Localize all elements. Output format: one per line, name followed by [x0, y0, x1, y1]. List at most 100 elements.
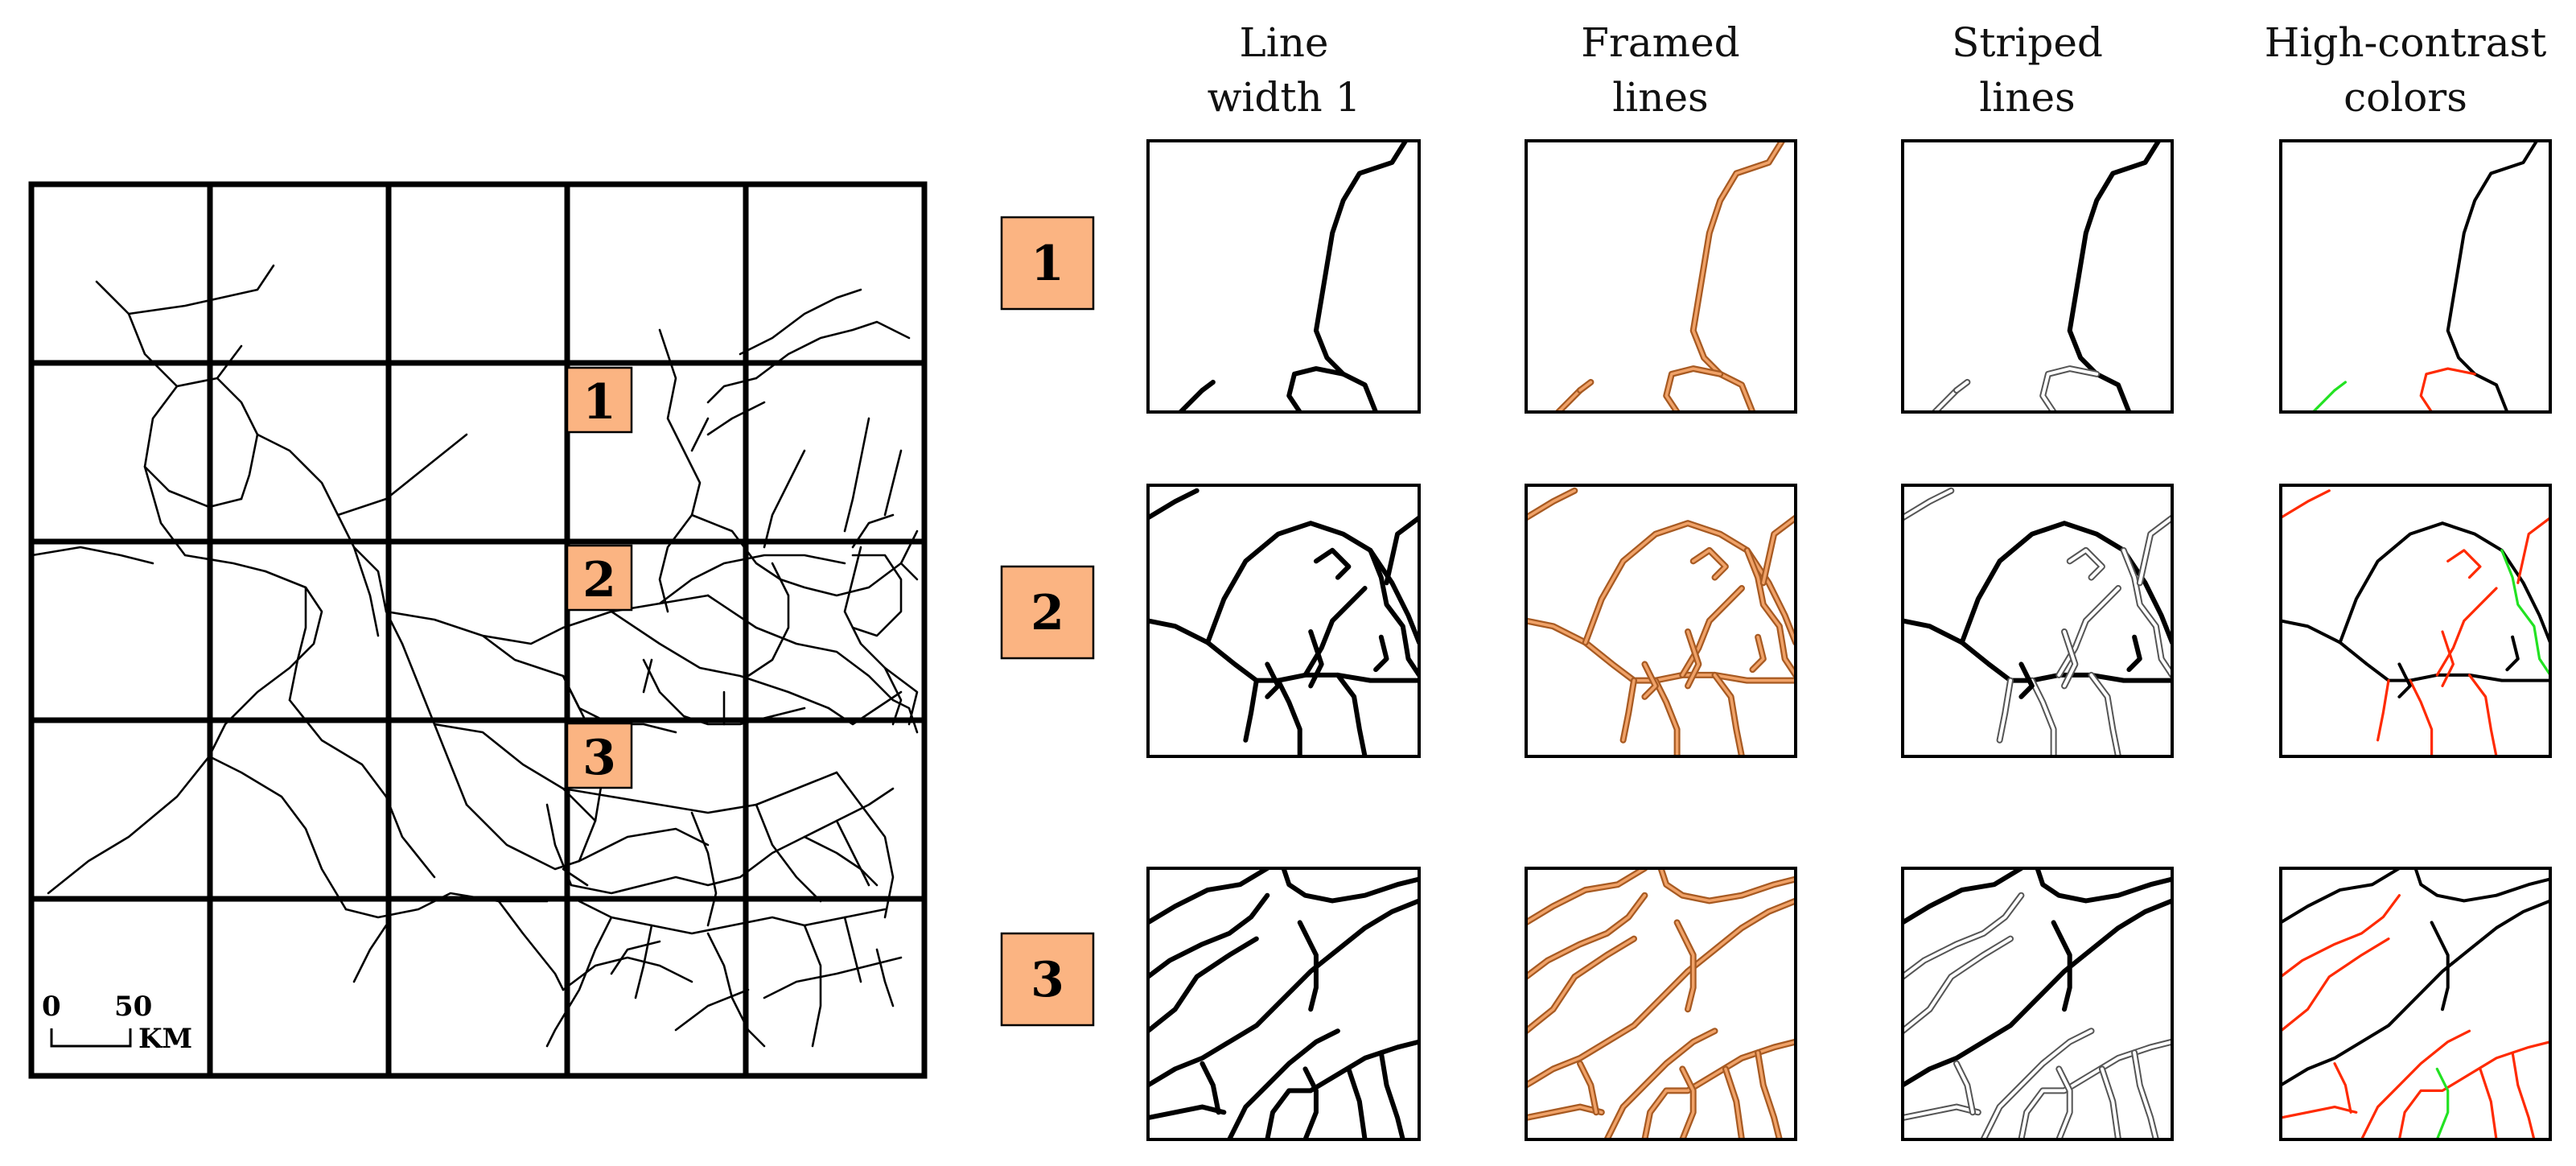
panel-row3-striped-lines-road-4: [1903, 939, 2010, 1032]
panel-row2-high-contrast-colors-road-4: [2410, 681, 2432, 756]
panel-row2-striped-lines-road-5: [2000, 681, 2010, 740]
panel-row2-framed-lines-road-7: [1693, 550, 1726, 578]
panel-row3-high-contrast-colors-road-5: [2281, 900, 2550, 1085]
panel-row2-high-contrast-colors-road-11: [2442, 632, 2453, 686]
panel-row3-framed-lines-road-5: [1526, 900, 1796, 1085]
panel-row2-framed-lines-frame: [1525, 484, 1797, 758]
panel-row2-framed-lines-road-13: [1644, 664, 1655, 696]
panel-row3-line-width-1-road-4: [1148, 939, 1257, 1032]
panel-row3-striped-lines-road-7: [2021, 1042, 2172, 1139]
row-badge-2-label: 2: [1031, 585, 1064, 641]
panel-row1-line-width-1-road-1: [1316, 141, 1405, 412]
panel-row3-framed-lines-road-1: [1526, 868, 1644, 922]
column-header-striped-line2: lines: [1979, 74, 2075, 121]
panel-row2-framed-lines: [1525, 484, 1797, 758]
panel-row3-high-contrast-colors: [2279, 867, 2552, 1141]
panel-row1-high-contrast-colors-frame: [2279, 139, 2552, 414]
panel-row3-high-contrast-colors-road-3: [2281, 896, 2399, 977]
panel-row2-high-contrast-colors-road-3: [2340, 523, 2550, 642]
panel-row1-line-width-1-road-4: [1202, 382, 1212, 390]
panel-row2-line-width-1-road-6: [1305, 588, 1364, 675]
panel-row2-framed-lines-road-8: [1747, 550, 1796, 675]
map-badge-3-label: 3: [582, 730, 616, 786]
panel-row3-framed-lines-road-13: [1580, 1064, 1596, 1113]
panel-row3-high-contrast-colors-frame: [2279, 867, 2552, 1141]
panel-row3-framed-lines-road-2: [1661, 868, 1796, 900]
panel-row3-framed-lines-road-6: [1607, 1031, 1715, 1139]
panel-row3-striped-lines-road-5: [1903, 900, 2172, 1085]
scale-bar-unit: KM: [138, 1023, 192, 1055]
panel-row3-high-contrast-colors-road-12: [2432, 922, 2448, 1009]
panel-row2-striped-lines-road-7: [2070, 550, 2102, 578]
panel-row2-striped-lines-road-8: [2124, 550, 2172, 675]
panel-row3-framed-lines-road-9: [1682, 1069, 1693, 1139]
map-badge-1-label: 1: [582, 374, 616, 431]
panel-row2-framed-lines-road-12: [1763, 517, 1796, 583]
panel-row3-framed-lines-road-8: [1526, 1107, 1602, 1118]
map-badge-2: 2: [566, 544, 633, 612]
panel-row2-line-width-1-frame: [1146, 484, 1421, 758]
panel-row1-line-width-1: [1146, 139, 1421, 414]
panel-row3-striped-lines-road-6: [1984, 1031, 2092, 1139]
panel-row2-line-width-1-road-2: [1148, 621, 1419, 681]
panel-row2-high-contrast-colors-road-5: [2378, 681, 2389, 740]
panel-row2-striped-lines-road-11: [2064, 632, 2075, 686]
scale-bar-zero: 0: [42, 991, 61, 1023]
overview-map: 1 2 3 0 50 KM: [28, 181, 928, 1079]
panel-row2-high-contrast-colors-road-9: [2470, 675, 2497, 756]
panel-row3-line-width-1-road-5: [1148, 900, 1419, 1085]
panel-row1-framed-lines-road-2: [1666, 369, 1720, 412]
panel-row2-line-width-1-road-4: [1278, 681, 1300, 756]
row-badge-3: 3: [1000, 932, 1095, 1027]
row-badge-3-label: 3: [1031, 952, 1064, 1008]
panel-row2-high-contrast-colors-road-6: [2437, 588, 2496, 675]
panel-row3-high-contrast-colors-road-6: [2362, 1031, 2470, 1139]
panel-row3-striped-lines-road-10: [2102, 1069, 2118, 1139]
panel-row3-line-width-1-road-10: [1348, 1069, 1364, 1139]
panel-row2-striped-lines-road-10: [2129, 637, 2139, 670]
panel-row3-high-contrast-colors-road-13: [2335, 1064, 2351, 1113]
panel-row3-high-contrast-colors-road-2: [2416, 868, 2551, 900]
panel-row2-striped-lines-road-13: [2021, 664, 2031, 696]
panel-row2-framed-lines-road-6: [1682, 588, 1742, 675]
panel-row3-framed-lines-road-10: [1726, 1069, 1742, 1139]
panel-row2-line-width-1: [1146, 484, 1421, 758]
panel-row1-striped-lines: [1901, 139, 2174, 414]
panel-row1-framed-lines-road-1: [1693, 141, 1783, 412]
map-badge-1: 1: [566, 366, 633, 434]
panel-row1-high-contrast-colors: [2279, 139, 2552, 414]
panel-row3-striped-lines-road-2: [2038, 868, 2173, 900]
panel-row2-high-contrast-colors-road-2: [2281, 621, 2550, 681]
panel-row3-framed-lines-road-7: [1644, 1042, 1796, 1139]
panel-row2-line-width-1-road-8: [1370, 550, 1419, 675]
column-header-line-width-line2: width 1: [1208, 74, 1361, 121]
panel-row2-line-width-1-road-7: [1316, 550, 1348, 578]
panel-row2-framed-lines-road-5: [1623, 681, 1634, 740]
panel-row1-high-contrast-colors-road-4: [2335, 382, 2345, 390]
panel-row3-high-contrast-colors-road-10: [2480, 1069, 2496, 1139]
panel-row2-striped-lines-road-6: [2059, 588, 2118, 675]
column-header-framed-line2: lines: [1612, 74, 1708, 121]
panel-row2-high-contrast-colors-road-1: [2281, 491, 2329, 518]
panel-row2-striped-lines-road-1: [1903, 491, 1951, 518]
panel-row3-striped-lines-road-12: [2054, 922, 2070, 1009]
panel-row2-striped-lines-road-9: [2092, 675, 2119, 756]
column-header-striped-line1: Striped: [1952, 19, 2103, 66]
panel-row3-line-width-1-road-3: [1148, 896, 1267, 977]
panel-row3-striped-lines: [1901, 867, 2174, 1141]
map-grid: [28, 181, 928, 1079]
panel-row1-striped-lines-road-1: [2070, 141, 2159, 412]
column-header-line-width-line1: Line: [1240, 19, 1329, 66]
panel-row2-high-contrast-colors-frame: [2279, 484, 2552, 758]
panel-row3-line-width-1-road-6: [1229, 1031, 1338, 1139]
panel-row2-line-width-1-road-1: [1148, 491, 1197, 518]
panel-row1-high-contrast-colors-road-1: [2448, 141, 2537, 412]
panel-row3-high-contrast-colors-road-8: [2281, 1107, 2356, 1118]
column-header-contrast-line1: High-contrast: [2265, 19, 2547, 66]
panel-row1-framed-lines-road-4: [1580, 382, 1590, 390]
panel-row3-striped-lines-road-1: [1903, 868, 2021, 922]
panel-row1-line-width-1-road-2: [1289, 369, 1343, 412]
panel-row1-high-contrast-colors-road-2: [2421, 369, 2475, 412]
row-badge-1-label: 1: [1031, 236, 1064, 292]
panel-row2-high-contrast-colors-road-10: [2507, 637, 2517, 670]
